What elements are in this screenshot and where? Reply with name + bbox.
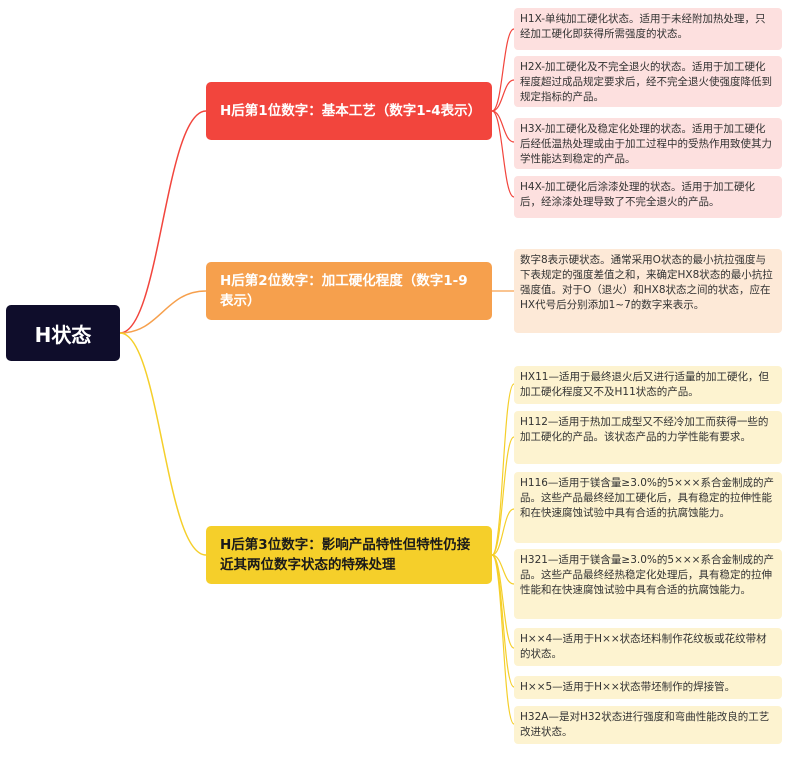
leaf-node-h321[interactable]: H321—适用于镁含量≥3.0%的5×××系合金制成的产品。这些产品最终经热稳定… [514, 549, 782, 619]
leaf-node-h2x[interactable]: H2X-加工硬化及不完全退火的状态。适用于加工硬化程度超过成品规定要求后，经不完… [514, 56, 782, 107]
leaf-node-h1x[interactable]: H1X-单纯加工硬化状态。适用于未经附加热处理，只经加工硬化即获得所需强度的状态… [514, 8, 782, 50]
leaf-node-h112[interactable]: H112—适用于热加工成型又不经冷加工而获得一些的加工硬化的产品。该状态产品的力… [514, 411, 782, 464]
leaf-node-hxx5[interactable]: H××5—适用于H××状态带坯制作的焊接管。 [514, 676, 782, 699]
root-node[interactable]: H状态 [6, 305, 120, 361]
leaf-node-hx8[interactable]: 数字8表示硬状态。通常采用O状态的最小抗拉强度与下表规定的强度差值之和，来确定H… [514, 249, 782, 333]
leaf-node-h4x[interactable]: H4X-加工硬化后涂漆处理的状态。适用于加工硬化后，经涂漆处理导致了不完全退火的… [514, 176, 782, 218]
branch-node-digit1[interactable]: H后第1位数字：基本工艺（数字1-4表示） [206, 82, 492, 140]
leaf-node-h116[interactable]: H116—适用于镁含量≥3.0%的5×××系合金制成的产品。这些产品最终经加工硬… [514, 472, 782, 543]
leaf-node-h3x[interactable]: H3X-加工硬化及稳定化处理的状态。适用于加工硬化后经低温热处理或由于加工过程中… [514, 118, 782, 169]
leaf-node-h32a[interactable]: H32A—是对H32状态进行强度和弯曲性能改良的工艺改进状态。 [514, 706, 782, 744]
leaf-node-hx11[interactable]: HX11—适用于最终退火后又进行适量的加工硬化，但加工硬化程度又不及H11状态的… [514, 366, 782, 404]
leaf-node-hxx4[interactable]: H××4—适用于H××状态坯料制作花纹板或花纹带材的状态。 [514, 628, 782, 666]
branch-node-digit2[interactable]: H后第2位数字：加工硬化程度（数字1-9表示） [206, 262, 492, 320]
branch-node-digit3[interactable]: H后第3位数字：影响产品特性但特性仍接近其两位数字状态的特殊处理 [206, 526, 492, 584]
